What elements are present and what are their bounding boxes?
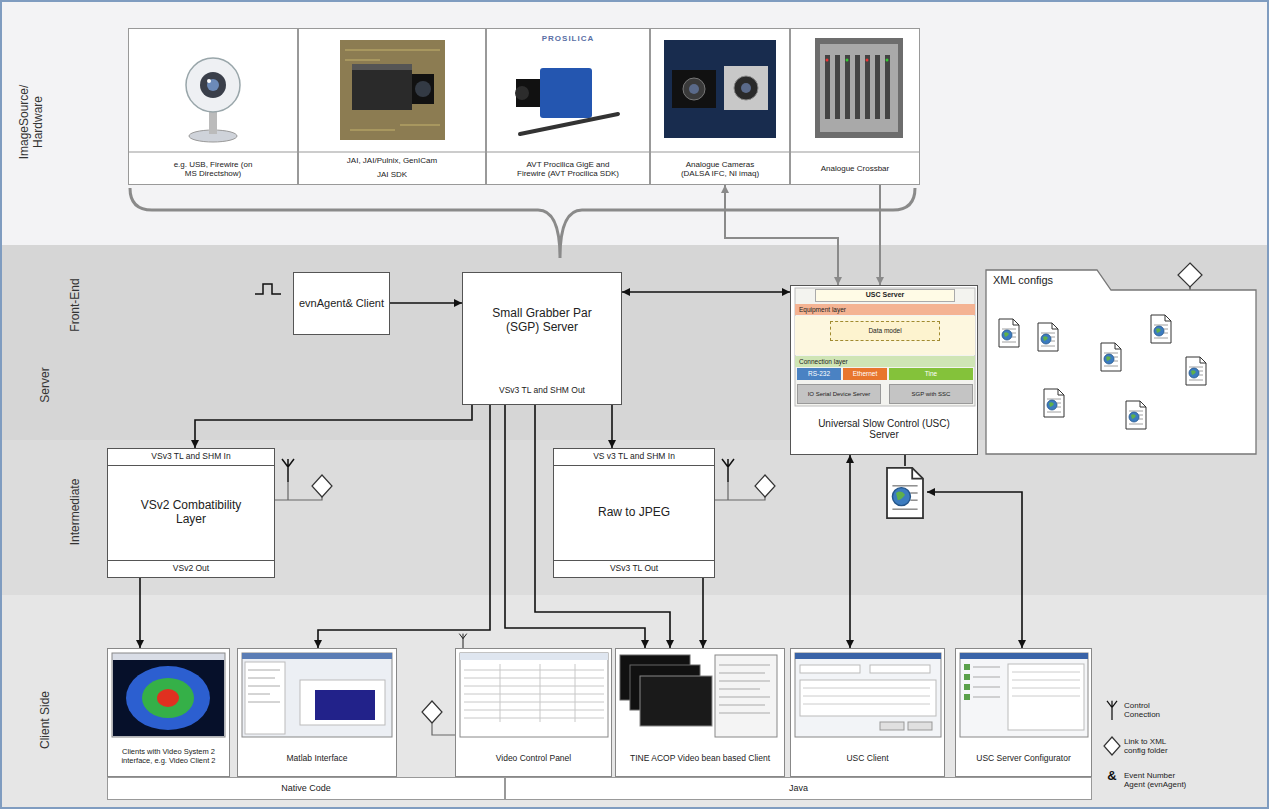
server-box: Small Grabber Par (SGP) ServerVSv3 TL an… <box>462 272 622 405</box>
model-box: Data model <box>830 321 940 341</box>
client-app-box: Matlab Interface <box>237 648 397 777</box>
node-text: AVT Procilica GigE and Firewire (AVT Pro… <box>514 154 622 184</box>
node-text: XML configs <box>993 272 1093 289</box>
node-text: Small Grabber Par (SGP) Server <box>487 286 597 356</box>
connector-arrow <box>622 291 790 293</box>
layer-bar: Connection layer <box>795 356 975 367</box>
band-label: Server <box>39 345 53 425</box>
connection-box: Ethernet <box>843 368 887 380</box>
node-text: Matlab Interface <box>241 746 393 772</box>
connection-box: Tine <box>889 368 973 380</box>
connector-arrow <box>611 405 613 448</box>
client-app-box: Clients with Video System 2 interface, e… <box>107 648 230 777</box>
node-text: Data model <box>831 322 939 340</box>
node-text: Tine <box>889 368 973 380</box>
node-text: evnAgent& Client <box>297 276 386 331</box>
band-label: Intermediate <box>69 462 83 562</box>
band-label: Front-End <box>69 260 83 350</box>
connector-arrow <box>139 578 141 648</box>
device-box: IO Serial Device Server <box>797 384 881 404</box>
connector-arrow <box>879 185 881 285</box>
node-text: VSv2 Combatibility Layer <box>137 470 245 556</box>
layer-bar: Equipment layer <box>795 304 975 315</box>
process-box: VS v3 TL and SHM In Raw to JPEG VSv3 TL Ou… <box>553 448 715 578</box>
node-text: JAI, JAI/Pulnix, GenICam <box>304 154 480 168</box>
legend-text: Control Conection <box>1124 697 1184 723</box>
node-text: VSv3 TL and SHM In <box>108 449 274 466</box>
node-text: Analogue Cameras (DALSA IFC, NI imaq) <box>675 154 765 184</box>
node-text: SGP with SSC <box>890 385 972 403</box>
node-text: Raw to JPEG <box>563 470 705 556</box>
node-text: USC Server Configurator <box>959 746 1088 772</box>
layer-bar: USC Server <box>815 289 955 302</box>
client-app-box: Video Control Panel <box>455 648 612 777</box>
node-text: Connection layer <box>795 356 975 367</box>
client-box: evnAgent& Client <box>293 272 390 335</box>
node-text: VSv3 TL Out <box>554 560 714 577</box>
node-text: Analogue Crossbar <box>795 154 915 184</box>
process-box: VSv3 TL and SHM In VSv2 Combatibility Lay… <box>107 448 275 578</box>
band-label: Client Side <box>39 670 53 770</box>
server-box: Universal Slow Control (USC) Server USC S… <box>790 285 978 455</box>
connector-arrow <box>390 302 462 304</box>
legend-text: Link to XML config folder <box>1124 733 1176 759</box>
connector-arrow <box>318 405 490 648</box>
node-text: Universal Slow Control (USC) Server <box>815 409 953 449</box>
client-app-box: USC Client <box>790 648 945 777</box>
image-source-box: PROSILICA AVT Procilica GigE and Firewire… <box>486 28 650 185</box>
node-text: USC Server <box>816 290 954 301</box>
connection-box: RS-232 <box>797 368 841 380</box>
symbol-label: & <box>1104 769 1120 787</box>
connector-arrow <box>849 455 851 648</box>
node-text: PROSILICA <box>526 32 610 46</box>
node-text: JAI SDK <box>304 168 480 182</box>
band-label: ImageSource/ Hardware <box>18 72 46 172</box>
folder-outline <box>985 268 1257 455</box>
node-text: USC Client <box>794 746 941 772</box>
node-text: RS-232 <box>797 368 841 380</box>
legend-text: Event Number Agent (evnAgent) <box>1124 766 1190 794</box>
device-box: SGP with SSC <box>889 384 973 404</box>
language-bar: Java <box>505 777 1092 800</box>
node-text: IO Serial Device Server <box>798 385 880 403</box>
node-text: VSv2 Out <box>108 560 274 577</box>
node-text: Ethernet <box>843 368 887 380</box>
client-app-box: USC Server Configurator <box>955 648 1092 777</box>
connector-arrow <box>195 405 472 448</box>
node-text: TINE ACOP Video bean based Client <box>619 746 781 772</box>
node-text: VS v3 TL and SHM In <box>554 449 714 466</box>
node-text: VSv3 TL and SHM Out <box>466 382 618 400</box>
node-text: Clients with Video System 2 interface, e… <box>115 739 222 775</box>
language-bar: Native Code <box>107 777 505 800</box>
connector-arrow <box>725 185 838 285</box>
node-text: e.g. USB, Firewire (on MS Directshow) <box>168 154 258 184</box>
folder-panel: XML configs <box>985 268 1257 455</box>
image-source-box: Analogue Cameras (DALSA IFC, NI imaq) <box>650 28 790 185</box>
image-source-box: JAI, JAI/Pulnix, GenICamJAI SDK <box>298 28 486 185</box>
connector-arrow <box>702 578 704 648</box>
node-text: Video Control Panel <box>459 746 608 772</box>
node-text: Native Code <box>108 778 504 799</box>
image-source-box: Analogue Crossbar <box>790 28 920 185</box>
node-text: Java <box>506 778 1091 799</box>
image-source-box: e.g. USB, Firewire (on MS Directshow) <box>128 28 298 185</box>
node-text: Equipment layer <box>795 304 975 315</box>
client-app-box: TINE ACOP Video bean based Client <box>615 648 785 777</box>
